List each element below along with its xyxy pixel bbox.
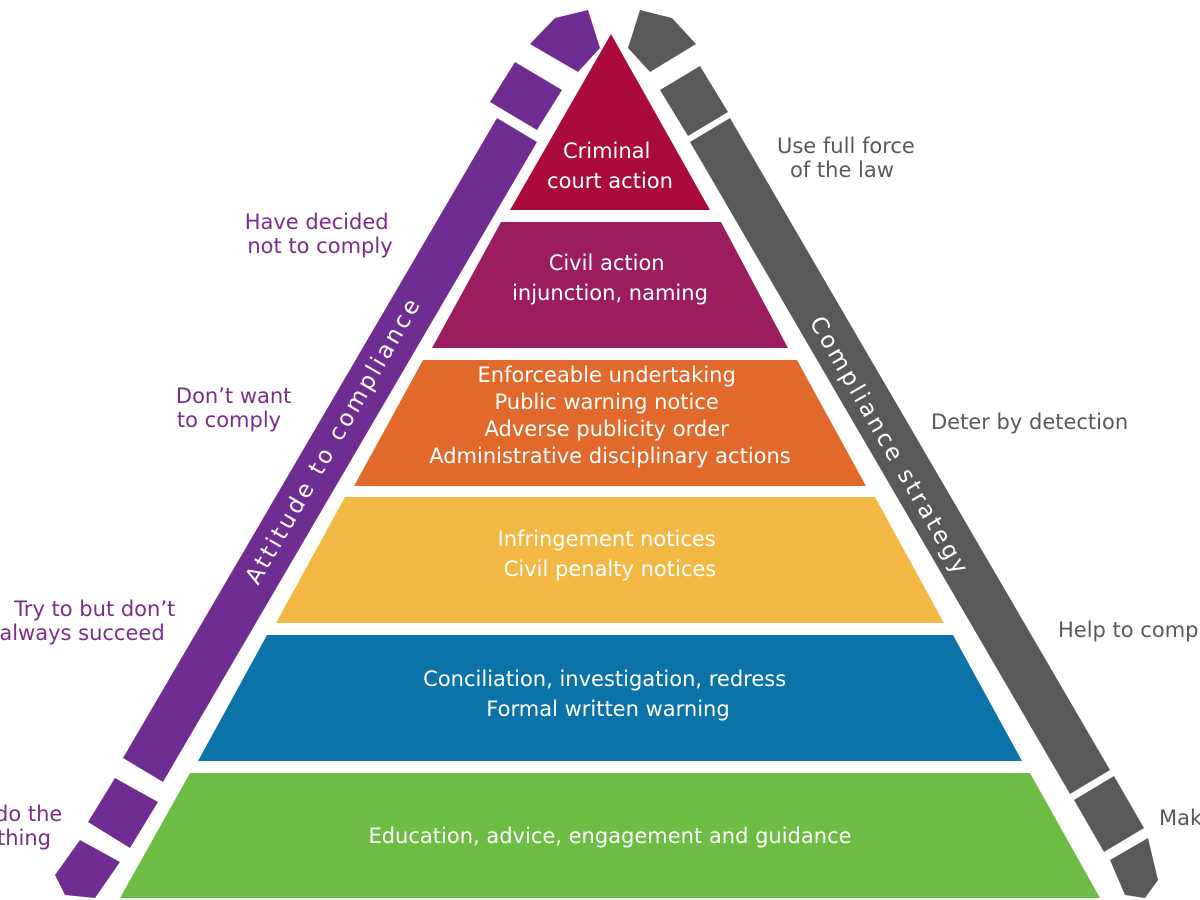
strategy-label-make-it-easy: Mak [1159, 806, 1200, 830]
strategy-label-line: Mak [1159, 806, 1200, 830]
tier-infringement-label: Infringement notices Civil penalty notic… [498, 527, 723, 581]
attitude-label-line: to comply [177, 408, 281, 432]
tier-label-line: Criminal [563, 139, 650, 163]
attitude-label-line: do the [0, 802, 62, 826]
attitude-chevron-up-2 [530, 10, 600, 72]
strategy-axis-band [628, 10, 1158, 898]
tier-label-line: Administrative disciplinary actions [429, 444, 791, 468]
strategy-chevron-down-1 [1074, 776, 1144, 852]
attitude-label-line: thing [0, 826, 51, 850]
attitude-chevron-down-2 [55, 840, 120, 898]
strategy-label-line: Deter by detection [931, 410, 1128, 434]
tier-enforceable-label: Enforceable undertaking Public warning n… [429, 363, 791, 468]
tier-criminal-label: Criminal court action [547, 139, 673, 193]
tier-infringement-notices [276, 497, 944, 623]
strategy-band-body [690, 118, 1110, 794]
tier-civil-label: Civil action injunction, naming [512, 251, 708, 305]
tier-conciliation [198, 635, 1022, 761]
attitude-label-decided-not-to-comply: Have decided not to comply [245, 210, 396, 258]
tier-label-line: Civil action [549, 251, 665, 275]
attitude-chevron-down-1 [88, 778, 158, 848]
tier-label-line: Formal written warning [486, 697, 729, 721]
attitude-chevron-up-1 [490, 62, 562, 130]
tier-label-line: Public warning notice [495, 390, 719, 414]
attitude-label-line: Have decided [245, 210, 389, 234]
tier-civil-action [432, 222, 788, 348]
attitude-label-dont-want: Don’t want to comply [176, 384, 298, 432]
tier-education [120, 773, 1100, 898]
attitude-label-try-but-dont-succeed: Try to but don’t always succeed [0, 597, 182, 645]
tier-label-line: Infringement notices [498, 527, 716, 551]
tier-label-line: injunction, naming [512, 281, 708, 305]
tier-label-line: Education, advice, engagement and guidan… [368, 824, 851, 848]
tier-label-line: Civil penalty notices [504, 557, 717, 581]
attitude-label-line: always succeed [0, 621, 165, 645]
attitude-axis-band [55, 10, 600, 898]
strategy-label-full-force: Use full force of the law [777, 134, 922, 182]
strategy-chevron-down-2 [1110, 838, 1158, 898]
tier-label-line: Conciliation, investigation, redress [423, 667, 786, 691]
pyramid [120, 34, 1100, 898]
tier-education-label: Education, advice, engagement and guidan… [368, 824, 851, 848]
strategy-chevron-up-1 [660, 66, 728, 136]
attitude-label-line: Don’t want [176, 384, 292, 408]
attitude-band-body [123, 118, 537, 782]
strategy-label-line: Use full force [777, 134, 915, 158]
tier-criminal-court-action [510, 34, 710, 210]
attitude-label-line: Try to but don’t [13, 597, 175, 621]
attitude-label-line: not to comply [247, 234, 392, 258]
tier-label-line: court action [547, 169, 673, 193]
tier-label-line: Adverse publicity order [485, 417, 730, 441]
strategy-label-line: Help to comp [1058, 618, 1199, 642]
attitude-label-do-the-right-thing: do the thing [0, 802, 69, 850]
tier-conciliation-label: Conciliation, investigation, redress For… [423, 667, 793, 721]
strategy-label-deter-by-detection: Deter by detection [931, 410, 1128, 434]
strategy-chevron-up-2 [628, 10, 696, 72]
tier-enforceable-undertaking [354, 360, 866, 486]
strategy-label-help-to-comply: Help to comp [1058, 618, 1199, 642]
strategy-label-line: of the law [790, 158, 894, 182]
tier-label-line: Enforceable undertaking [477, 363, 735, 387]
